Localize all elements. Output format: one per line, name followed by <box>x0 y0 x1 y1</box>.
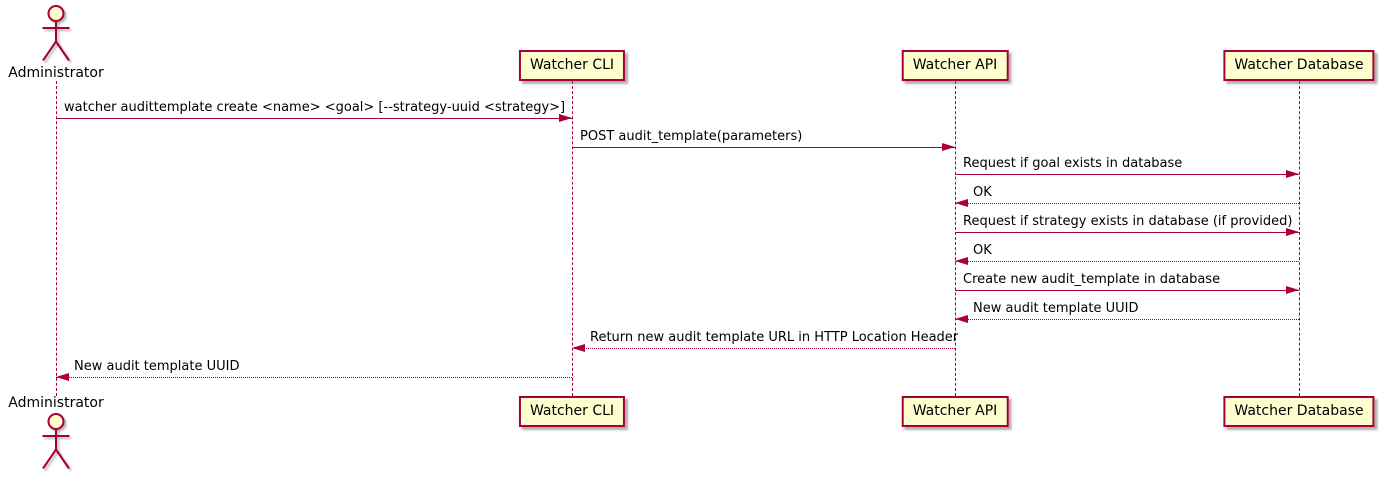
participant-box-watcher_cli: Watcher CLI <box>518 396 626 427</box>
message-line <box>572 147 955 148</box>
message-label: New audit template UUID <box>74 359 240 374</box>
message-label: New audit template UUID <box>973 301 1139 316</box>
message-line <box>56 118 572 119</box>
message-label: OK <box>973 185 992 200</box>
message-label: OK <box>973 243 992 258</box>
message-line <box>955 174 1299 175</box>
participant-box-watcher_database: Watcher Database <box>1223 50 1375 81</box>
message-label: watcher audittemplate create <name> <goa… <box>64 100 566 115</box>
message-label: POST audit_template(parameters) <box>580 129 803 144</box>
message-arrowhead-icon <box>955 257 968 265</box>
participant-box-watcher_cli: Watcher CLI <box>518 50 626 81</box>
message-arrowhead-icon <box>559 114 572 122</box>
message-arrowhead-icon <box>1286 286 1299 294</box>
message-line <box>955 203 1299 204</box>
message-arrowhead-icon <box>955 199 968 207</box>
lifeline-watcher_api <box>955 81 956 396</box>
message-arrowhead-icon <box>955 315 968 323</box>
message-label: Request if strategy exists in database (… <box>963 214 1293 229</box>
actor-label-administrator: Administrator <box>8 65 104 81</box>
message-line <box>955 232 1299 233</box>
lifeline-watcher_database <box>1299 81 1300 396</box>
message-arrowhead-icon <box>572 344 585 352</box>
message-line <box>955 290 1299 291</box>
message-label: Return new audit template URL in HTTP Lo… <box>590 330 959 345</box>
message-label: Create new audit_template in database <box>963 272 1221 287</box>
message-arrowhead-icon <box>1286 170 1299 178</box>
message-arrowhead-icon <box>942 143 955 151</box>
message-label: Request if goal exists in database <box>963 156 1183 171</box>
actor-icon-administrator <box>38 4 74 70</box>
message-line <box>572 348 955 349</box>
participant-box-watcher_database: Watcher Database <box>1223 396 1375 427</box>
participant-box-watcher_api: Watcher API <box>901 50 1009 81</box>
actor-label-administrator: Administrator <box>8 395 104 411</box>
participant-box-watcher_api: Watcher API <box>901 396 1009 427</box>
lifeline-watcher_cli <box>572 81 573 396</box>
actor-icon-administrator <box>38 412 74 478</box>
message-arrowhead-icon <box>56 373 69 381</box>
message-line <box>56 377 572 378</box>
lifeline-administrator <box>56 81 57 396</box>
message-line <box>955 319 1299 320</box>
message-line <box>955 261 1299 262</box>
message-arrowhead-icon <box>1286 228 1299 236</box>
